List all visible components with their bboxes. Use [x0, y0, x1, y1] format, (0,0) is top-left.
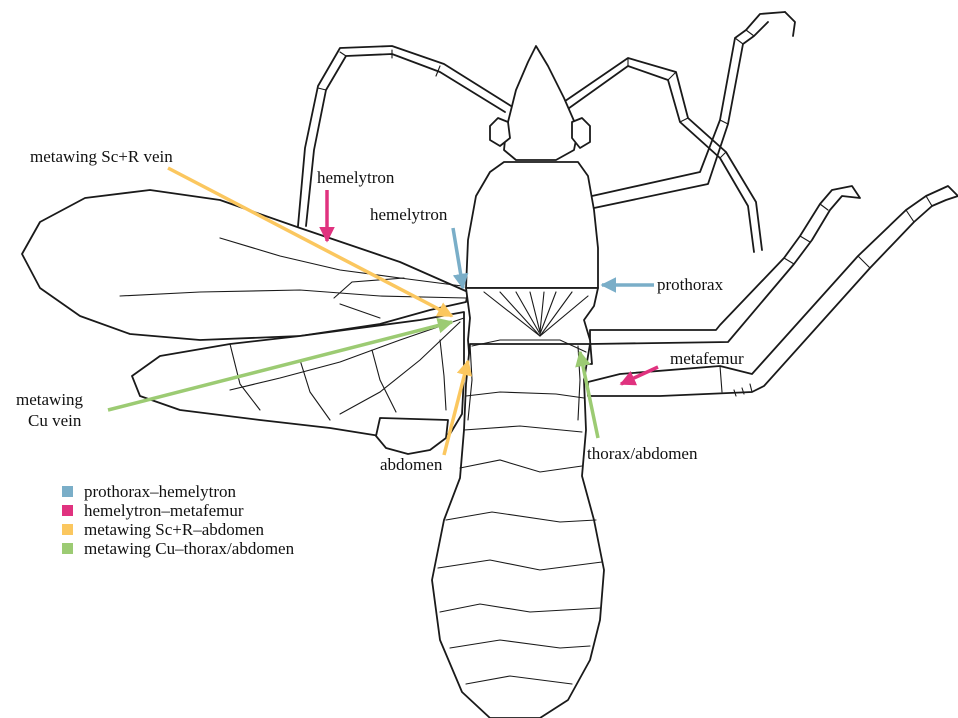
label-metawing-cu-line2: Cu vein — [28, 411, 82, 430]
hind-leg-right — [588, 186, 958, 396]
legend-label: prothorax–hemelytron — [84, 482, 237, 501]
legend-swatch — [62, 524, 73, 535]
left-hind-lobe — [376, 418, 448, 454]
legend-item: metawing Sc+R–abdomen — [62, 520, 265, 539]
label-hemelytron-wing: hemelytron — [317, 168, 395, 187]
label-metawing-cu-line1: metawing — [16, 390, 84, 409]
legend-item: hemelytron–metafemur — [62, 501, 244, 520]
legend-item: prothorax–hemelytron — [62, 482, 237, 501]
label-metafemur: metafemur — [670, 349, 744, 368]
label-prothorax: prothorax — [657, 275, 724, 294]
arrow-hemelytron-body — [453, 228, 463, 288]
legend-swatch — [62, 486, 73, 497]
legend-swatch — [62, 505, 73, 516]
legend-label: metawing Cu–thorax/abdomen — [84, 539, 295, 558]
legend-label: hemelytron–metafemur — [84, 501, 244, 520]
legend: prothorax–hemelytron hemelytron–metafemu… — [62, 482, 295, 558]
label-abdomen: abdomen — [380, 455, 443, 474]
legend-label: metawing Sc+R–abdomen — [84, 520, 265, 539]
label-hemelytron-body: hemelytron — [370, 205, 448, 224]
label-thorax-abdomen: thorax/abdomen — [587, 444, 698, 463]
pronotum — [466, 162, 598, 288]
label-metawing-scr-vein: metawing Sc+R vein — [30, 147, 173, 166]
legend-swatch — [62, 543, 73, 554]
legend-item: metawing Cu–thorax/abdomen — [62, 539, 295, 558]
fore-leg-right — [592, 12, 795, 208]
